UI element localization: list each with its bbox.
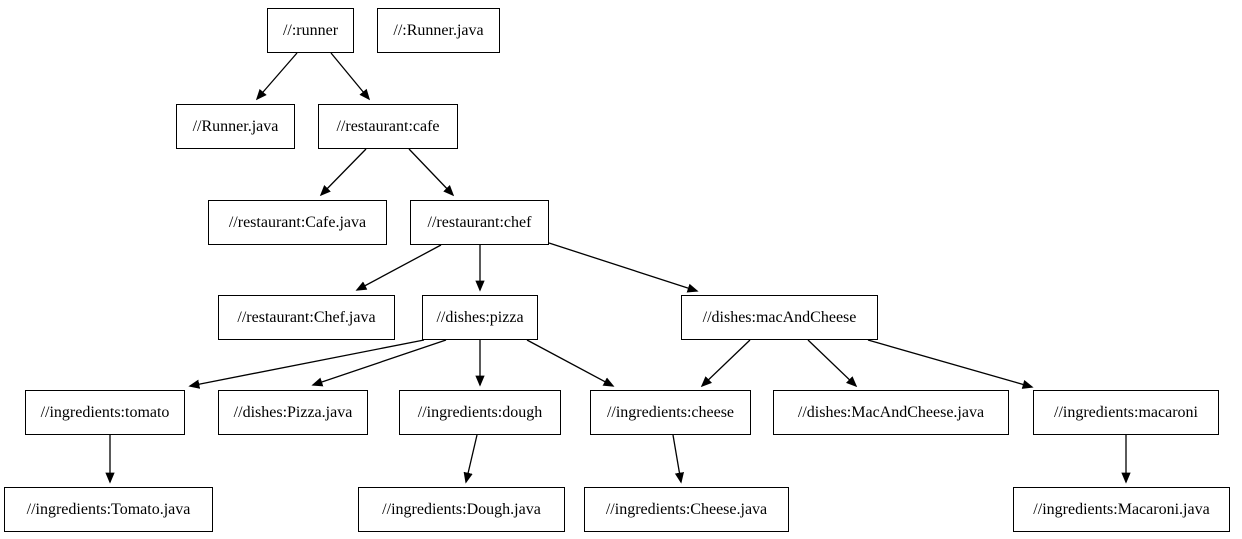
graph-node-label: //ingredients:Dough.java: [382, 500, 541, 518]
graph-edge-pizza-to-tomato: [188, 339, 425, 389]
graph-node-dough-java: //ingredients:Dough.java: [358, 487, 565, 532]
graph-edge-pizza-to-cheese: [526, 339, 615, 387]
graph-node-root-runner-java: //:Runner.java: [377, 8, 500, 53]
graph-edge-runner-to-runner-java: [255, 52, 298, 101]
graph-node-tomato-java: //ingredients:Tomato.java: [4, 487, 213, 532]
graph-node-cafe-java: //restaurant:Cafe.java: [208, 200, 387, 245]
graph-node-tomato: //ingredients:tomato: [25, 390, 185, 435]
graph-node-label: //ingredients:Tomato.java: [26, 500, 191, 518]
graph-node-label: //ingredients:Cheese.java: [605, 500, 768, 518]
graph-node-label: //restaurant:Chef.java: [237, 308, 376, 326]
graph-edge-cafe-to-chef: [408, 148, 455, 197]
graph-edge-runner-to-cafe: [330, 52, 371, 101]
graph-node-label: //restaurant:Cafe.java: [228, 213, 367, 231]
graph-node-mac-and-cheese: //dishes:macAndCheese: [681, 295, 878, 340]
graph-node-macaroni-java: //ingredients:Macaroni.java: [1013, 487, 1230, 532]
graph-node-label: //dishes:MacAndCheese.java: [797, 403, 985, 421]
graph-node-dough: //ingredients:dough: [399, 390, 561, 435]
graph-node-runner-java: //Runner.java: [176, 104, 295, 149]
graph-node-label: //ingredients:tomato: [40, 403, 170, 421]
graph-edge-mac-and-cheese-to-mac-and-cheese-java: [807, 339, 858, 388]
graph-edge-mac-and-cheese-to-macaroni: [867, 339, 1034, 389]
graph-node-macaroni: //ingredients:macaroni: [1033, 390, 1219, 435]
graph-node-label: //ingredients:Macaroni.java: [1033, 500, 1210, 518]
graph-node-label: //:runner: [282, 21, 339, 39]
graph-node-cheese-java: //ingredients:Cheese.java: [584, 487, 789, 532]
graph-edge-pizza-to-pizza-java: [311, 339, 447, 387]
graph-node-label: //ingredients:cheese: [606, 403, 735, 421]
graph-node-runner: //:runner: [267, 8, 354, 53]
graph-edge-chef-to-chef-java: [355, 244, 442, 291]
graph-node-label: //dishes:macAndCheese: [702, 308, 857, 326]
graph-node-pizza-java: //dishes:Pizza.java: [218, 390, 368, 435]
graph-node-pizza: //dishes:pizza: [422, 295, 538, 340]
graph-edge-cafe-to-cafe-java: [319, 148, 367, 197]
graph-node-label: //Runner.java: [192, 117, 279, 135]
graph-node-chef: //restaurant:chef: [410, 200, 549, 245]
graph-node-chef-java: //restaurant:Chef.java: [218, 295, 395, 340]
graph-node-label: //dishes:Pizza.java: [233, 403, 353, 421]
graph-edge-dough-to-dough-java: [463, 434, 478, 484]
graph-node-label: //:Runner.java: [393, 21, 484, 39]
graph-edge-chef-to-mac-and-cheese: [548, 242, 699, 293]
graph-edge-mac-and-cheese-to-cheese: [700, 339, 751, 388]
graph-node-label: //dishes:pizza: [436, 308, 524, 326]
graph-node-label: //ingredients:macaroni: [1054, 403, 1198, 421]
graph-node-mac-and-cheese-java: //dishes:MacAndCheese.java: [773, 390, 1009, 435]
graph-node-cafe: //restaurant:cafe: [318, 104, 458, 149]
graph-node-label: //ingredients:dough: [417, 403, 543, 421]
graph-node-label: //restaurant:cafe: [336, 117, 440, 135]
graph-edge-cheese-to-cheese-java: [672, 434, 684, 484]
graph-node-label: //restaurant:chef: [427, 213, 532, 231]
graph-node-cheese: //ingredients:cheese: [590, 390, 751, 435]
